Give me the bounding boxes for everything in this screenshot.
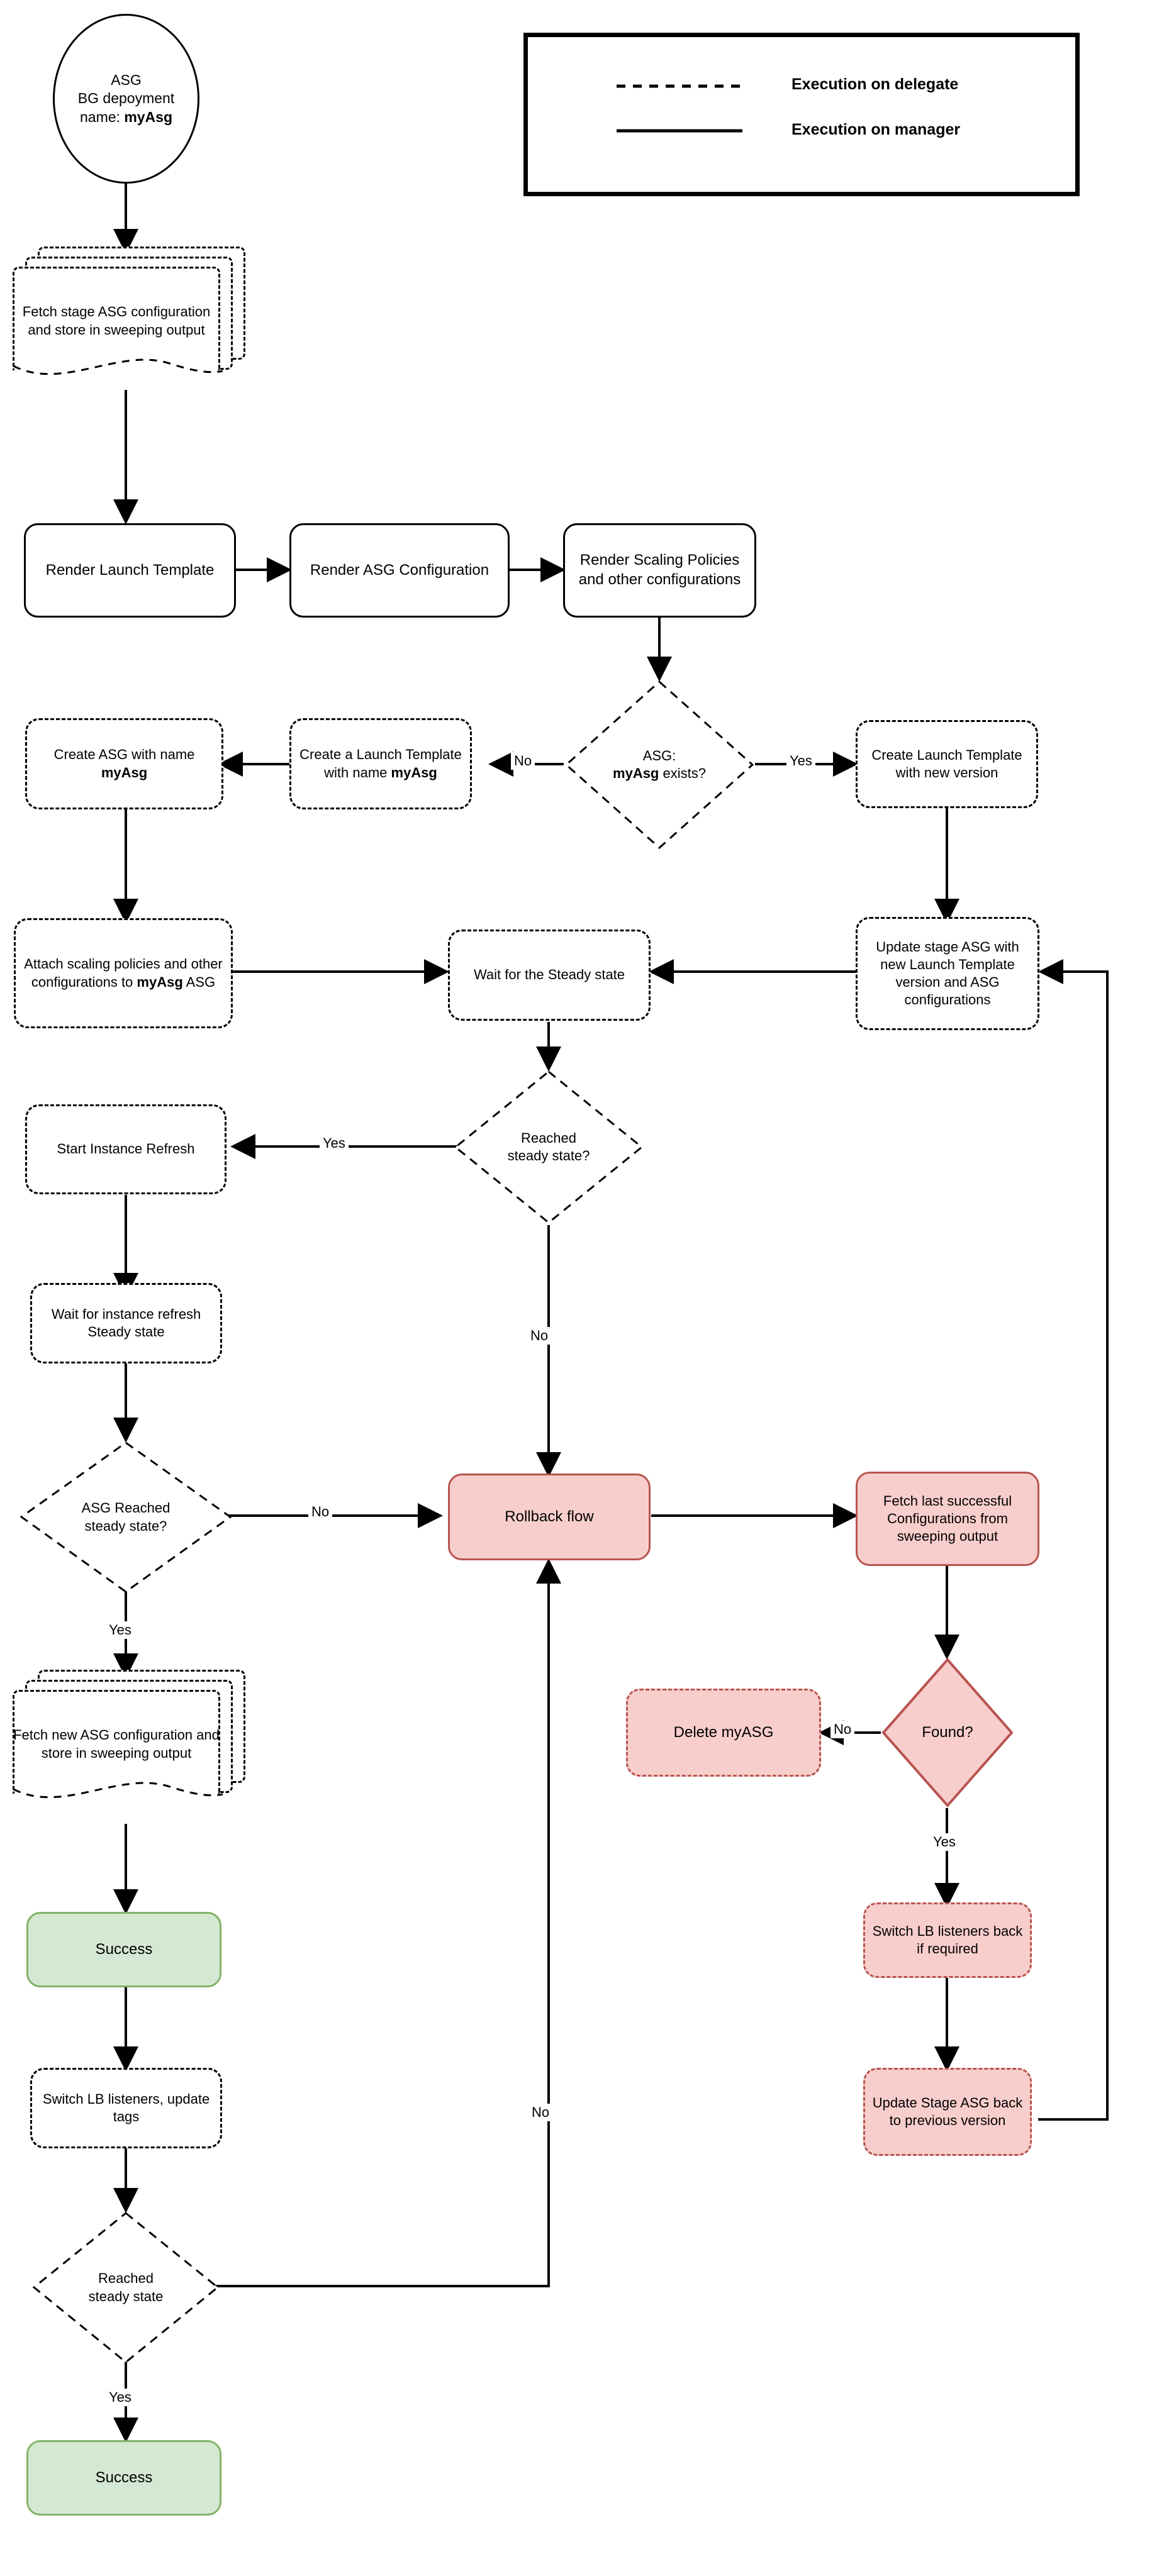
node-found-decision[interactable]: Found? <box>881 1657 1014 1808</box>
legend-label-manager: Execution on manager <box>791 121 961 138</box>
node-success-bottom-label: Success <box>95 2468 153 2486</box>
node-create-asg-named[interactable]: Create ASG with name myAsg <box>25 718 223 809</box>
node-fetch-last-successful-label: Fetch last successful Configurations fro… <box>883 1492 1012 1545</box>
start-line1: ASG <box>111 71 142 88</box>
node-update-stage-asg[interactable]: Update stage ASG with new Launch Templat… <box>856 917 1039 1030</box>
edge-label-yes-reached-steady: Yes <box>320 1135 349 1152</box>
node-reached-steady-state-decision[interactable]: Reached steady state? <box>453 1069 644 1225</box>
node-success-top-label: Success <box>95 1940 153 1958</box>
edge-label-yes-found: Yes <box>930 1833 959 1851</box>
node-fetch-stage-config-label: Fetch stage ASG configuration and store … <box>22 304 211 338</box>
node-success-top[interactable]: Success <box>26 1912 221 1987</box>
edge-label-no-asg-exists: No <box>511 752 535 770</box>
doc2-wave <box>13 1782 223 1799</box>
create-lt-named-pre: Create a Launch Template with name <box>299 747 462 780</box>
node-asg-exists-decision[interactable]: ASG: myAsg exists? <box>564 679 755 850</box>
node-wait-steady-state[interactable]: Wait for the Steady state <box>448 930 651 1021</box>
doc2-sheet-front <box>13 1690 220 1794</box>
edge-label-no-found: No <box>830 1721 855 1738</box>
final-reached-line2: steady state <box>88 2288 164 2304</box>
asg-exists-line1: ASG: <box>642 747 676 763</box>
node-asg-reached-steady-decision[interactable]: ASG Reached steady state? <box>19 1440 233 1594</box>
node-fetch-new-asg-config-stack[interactable]: Fetch new ASG configuration and store in… <box>13 1670 245 1821</box>
node-attach-scaling-policies[interactable]: Attach scaling policies and other config… <box>14 918 233 1028</box>
node-update-stage-asg-label: Update stage ASG with new Launch Templat… <box>876 938 1019 1008</box>
edge-label-no-final-steady: No <box>528 2104 553 2121</box>
create-asg-named-bold: myAsg <box>101 764 148 780</box>
node-switch-lb-listeners-label: Switch LB listeners, update tags <box>42 2090 210 2124</box>
node-fetch-last-successful[interactable]: Fetch last successful Configurations fro… <box>856 1472 1039 1566</box>
node-wait-steady-state-label: Wait for the Steady state <box>473 967 625 983</box>
node-fetch-new-asg-config-label: Fetch new ASG configuration and store in… <box>13 1727 220 1761</box>
node-switch-lb-back[interactable]: Switch LB listeners back if required <box>863 1902 1032 1978</box>
edge-label-yes-asg-exists: Yes <box>786 752 815 770</box>
asg-exists-rest: exists? <box>659 765 706 781</box>
node-render-asg-config-label: Render ASG Configuration <box>310 561 489 579</box>
node-update-stage-asg-back[interactable]: Update Stage ASG back to previous versio… <box>863 2068 1032 2156</box>
node-start-instance-refresh[interactable]: Start Instance Refresh <box>25 1104 226 1194</box>
node-switch-lb-back-label: Switch LB listeners back if required <box>872 1923 1023 1957</box>
edge-label-no-asg-reached-steady: No <box>308 1503 333 1521</box>
node-fetch-stage-config-stack[interactable]: Fetch stage ASG configuration and store … <box>13 247 245 391</box>
node-update-stage-asg-back-label: Update Stage ASG back to previous versio… <box>872 2094 1023 2128</box>
legend-label-delegate: Execution on delegate <box>791 75 959 93</box>
node-render-launch-template-label: Render Launch Template <box>45 561 215 579</box>
node-start-instance-refresh-label: Start Instance Refresh <box>57 1141 195 1157</box>
found-label: Found? <box>922 1723 973 1741</box>
attach-post: ASG <box>182 974 216 990</box>
node-create-launch-template-new-version-label: Create Launch Template with new version <box>871 747 1022 780</box>
asg-reached-line1: ASG Reached <box>81 1500 171 1516</box>
reached-steady-line2: steady state? <box>507 1148 590 1163</box>
edge-label-no-reached-steady: No <box>527 1327 552 1345</box>
doc-wave <box>13 358 223 375</box>
doc-sheet-front <box>13 267 220 370</box>
edge-label-yes-asg-reached-steady: Yes <box>106 1621 135 1639</box>
node-rollback-flow[interactable]: Rollback flow <box>448 1474 651 1560</box>
node-render-scaling-policies-label: Render Scaling Policies and other config… <box>578 552 741 588</box>
node-success-bottom[interactable]: Success <box>26 2440 221 2516</box>
node-render-asg-config[interactable]: Render ASG Configuration <box>289 523 510 618</box>
node-rollback-flow-label: Rollback flow <box>505 1507 594 1525</box>
node-delete-myasg[interactable]: Delete myASG <box>626 1689 821 1777</box>
attach-pre: Attach scaling policies and other config… <box>24 956 223 990</box>
start-line3-prefix: name: <box>79 108 125 125</box>
edge-label-yes-final-steady: Yes <box>106 2389 135 2406</box>
node-render-launch-template[interactable]: Render Launch Template <box>24 523 236 618</box>
attach-bold: myAsg <box>137 974 183 990</box>
create-asg-named-pre: Create ASG with name <box>53 747 195 763</box>
node-final-reached-steady-decision[interactable]: Reached steady state <box>31 2211 220 2365</box>
asg-reached-line2: steady state? <box>84 1518 167 1534</box>
node-render-scaling-policies[interactable]: Render Scaling Policies and other config… <box>563 523 756 618</box>
final-reached-line1: Reached <box>98 2270 154 2287</box>
reached-steady-line1: Reached <box>520 1130 577 1146</box>
asg-exists-bold: myAsg <box>613 765 659 781</box>
legend-box <box>523 33 1080 196</box>
start-line2: BG depoyment <box>77 90 175 107</box>
node-create-launch-template-named[interactable]: Create a Launch Template with name myAsg <box>289 718 472 809</box>
node-wait-instance-refresh[interactable]: Wait for instance refresh Steady state <box>30 1283 222 1363</box>
node-delete-myasg-label: Delete myASG <box>673 1723 774 1741</box>
create-lt-named-bold: myAsg <box>391 764 437 780</box>
node-create-launch-template-new-version[interactable]: Create Launch Template with new version <box>856 720 1038 808</box>
node-start[interactable]: ASG BG depoyment name: myAsg <box>53 14 199 184</box>
start-line3-bold: myAsg <box>124 108 173 125</box>
node-wait-instance-refresh-label: Wait for instance refresh Steady state <box>51 1306 201 1340</box>
node-switch-lb-listeners[interactable]: Switch LB listeners, update tags <box>30 2068 222 2148</box>
